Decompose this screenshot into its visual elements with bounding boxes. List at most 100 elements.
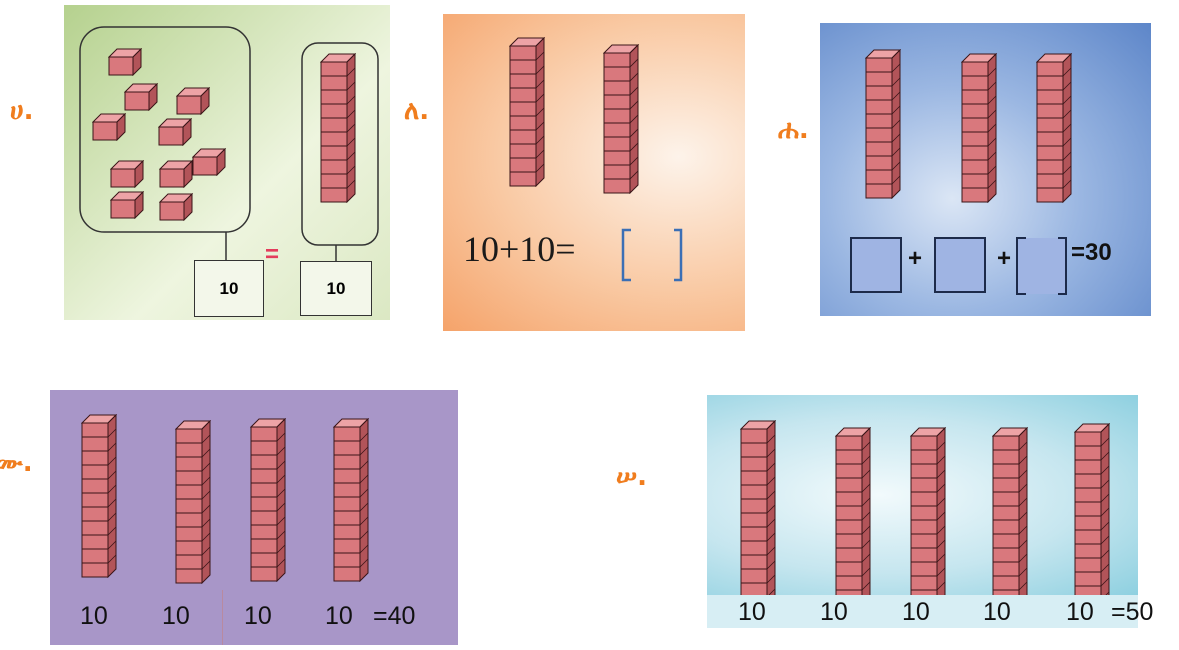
unit-cube <box>992 561 1020 577</box>
unit-cube <box>250 510 278 526</box>
panel-c-answer-box-3[interactable] <box>1014 235 1070 297</box>
loose-unit-cube <box>192 148 226 176</box>
unit-cube <box>910 533 938 549</box>
unit-cube <box>175 456 203 472</box>
unit-cube <box>961 75 989 91</box>
panel-c-answer-box-1[interactable] <box>850 237 902 293</box>
unit-cube <box>910 519 938 535</box>
unit-cube <box>740 484 768 500</box>
unit-cube <box>865 71 893 87</box>
panel-c-answer-box-2[interactable] <box>934 237 986 293</box>
unit-cube <box>333 552 361 568</box>
unit-cube <box>320 61 348 77</box>
unit-cube <box>992 519 1020 535</box>
panel-d-number-2: 10 <box>162 602 190 630</box>
unit-cube <box>835 477 863 493</box>
unit-cube <box>81 478 109 494</box>
unit-cube <box>509 157 537 173</box>
unit-cube <box>81 534 109 550</box>
unit-cube <box>992 449 1020 465</box>
panel-a-label: ሀ. <box>10 96 34 126</box>
unit-cube <box>992 589 1020 595</box>
unit-cube <box>333 496 361 512</box>
unit-cube <box>1074 487 1102 503</box>
panel-a-box-ones: 10 <box>194 260 264 317</box>
unit-cube <box>175 470 203 486</box>
unit-cube <box>333 468 361 484</box>
unit-cube <box>961 61 989 77</box>
unit-cube <box>740 512 768 528</box>
panel-c-label: ሐ. <box>778 115 809 145</box>
unit-cube <box>603 178 631 194</box>
unit-cube <box>1074 459 1102 475</box>
panel-a-loose-cubes <box>64 5 390 320</box>
unit-cube <box>835 463 863 479</box>
unit-cube <box>961 145 989 161</box>
unit-cube <box>333 454 361 470</box>
unit-cube <box>740 568 768 584</box>
unit-cube <box>992 463 1020 479</box>
unit-cube <box>509 143 537 159</box>
panel-d-number-1: 10 <box>80 602 108 630</box>
unit-cube <box>835 575 863 591</box>
unit-cube <box>509 45 537 61</box>
panel-d-label: ሙ. <box>0 448 33 478</box>
unit-cube <box>81 548 109 564</box>
unit-cube <box>865 85 893 101</box>
unit-cube <box>992 575 1020 591</box>
unit-cube <box>509 87 537 103</box>
ten-rod-graphic <box>991 426 1029 595</box>
panel-e-number-5: 10 <box>1066 598 1094 626</box>
unit-cube <box>333 566 361 582</box>
unit-cube <box>320 145 348 161</box>
panel-a-ten-rod <box>319 52 357 207</box>
unit-cube <box>333 482 361 498</box>
unit-cube <box>865 113 893 129</box>
unit-cube <box>835 491 863 507</box>
unit-cube <box>333 524 361 540</box>
panel-b-answer-bracket[interactable] <box>619 226 689 286</box>
unit-cube <box>865 99 893 115</box>
unit-cube <box>250 552 278 568</box>
unit-cube <box>910 463 938 479</box>
panel-d-rod-2 <box>174 419 212 588</box>
unit-cube <box>250 538 278 554</box>
unit-cube <box>835 533 863 549</box>
unit-cube <box>740 442 768 458</box>
unit-cube <box>740 498 768 514</box>
unit-cube <box>603 94 631 110</box>
panel-d-result: =40 <box>373 602 416 630</box>
unit-cube <box>992 435 1020 451</box>
loose-unit-cube <box>110 160 144 188</box>
panel-c-plus-1: + <box>908 245 923 272</box>
unit-cube <box>910 449 938 465</box>
unit-cube <box>961 173 989 189</box>
ten-rod-graphic <box>249 417 287 583</box>
unit-cube <box>175 568 203 584</box>
unit-cube <box>333 426 361 442</box>
unit-cube <box>1074 571 1102 587</box>
panel-e-number-2: 10 <box>820 598 848 626</box>
unit-cube <box>509 115 537 131</box>
unit-cube <box>603 66 631 82</box>
panel-c-result: =30 <box>1071 239 1112 266</box>
unit-cube <box>1074 473 1102 489</box>
unit-cube <box>1036 159 1064 175</box>
unit-cube <box>175 526 203 542</box>
panel-a-frames <box>79 26 379 262</box>
panel-b: 10+10= <box>443 14 745 331</box>
unit-cube <box>992 533 1020 549</box>
unit-cube <box>1074 431 1102 447</box>
unit-cube <box>81 436 109 452</box>
panel-e <box>707 395 1138 595</box>
panel-e-rod-2 <box>834 426 872 595</box>
panel-a-box-ten-value: 10 <box>326 278 346 298</box>
loose-unit-cube <box>108 48 142 76</box>
unit-cube <box>1074 501 1102 517</box>
unit-cube <box>865 183 893 199</box>
unit-cube <box>740 526 768 542</box>
unit-cube <box>509 171 537 187</box>
ten-rod-graphic <box>1073 422 1111 595</box>
panel-e-number-4: 10 <box>983 598 1011 626</box>
unit-cube <box>320 75 348 91</box>
